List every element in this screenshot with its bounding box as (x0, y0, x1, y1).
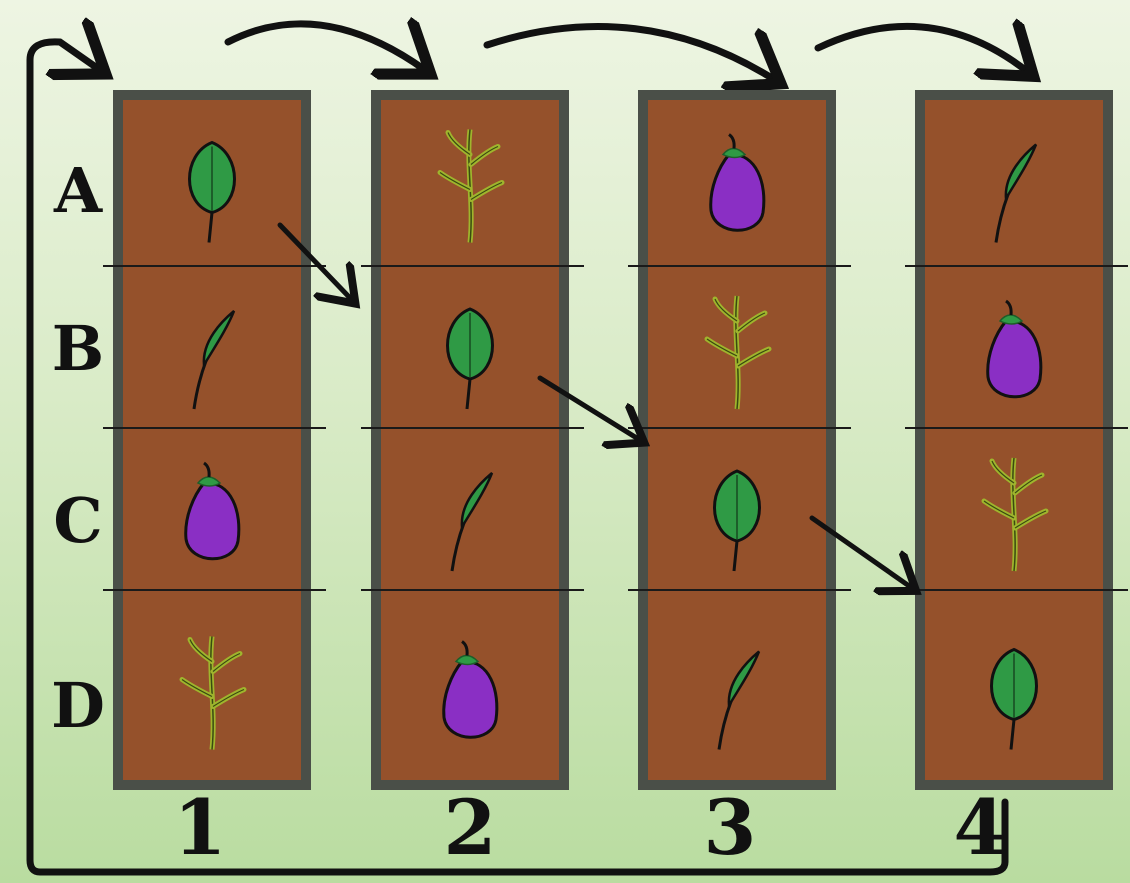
bean-icon (990, 647, 1038, 750)
arrow-1-to-2 (224, 24, 425, 70)
eggplant-icon (442, 640, 499, 739)
bean-icon (713, 469, 761, 572)
row-label-b: B (51, 312, 105, 385)
row-label-d: D (51, 669, 105, 742)
bean-icon (188, 140, 236, 243)
bean-icon (446, 307, 494, 410)
eggplant-icon (709, 133, 766, 232)
pepper-icon (994, 143, 1038, 243)
column-label-2: 2 (443, 783, 497, 872)
corn-icon (704, 295, 772, 410)
eggplant-icon (986, 299, 1043, 399)
arrow-bean-2b-to-3c (537, 375, 640, 440)
column-label-4: 4 (953, 783, 1007, 872)
corn-icon (179, 636, 247, 750)
arrow-bean-1a-to-2b (277, 222, 352, 300)
pepper-icon (717, 650, 761, 750)
loop-back-arrow (26, 42, 1009, 876)
arrow-bean-3c-to-4d (809, 515, 912, 588)
corn-icon (981, 457, 1049, 572)
arrow-2-to-3 (483, 23, 775, 80)
column-label-1: 1 (173, 783, 227, 872)
corn-icon (437, 129, 505, 243)
eggplant-icon (184, 461, 241, 561)
arrow-3-to-4 (814, 26, 1028, 72)
row-label-c: C (53, 484, 103, 557)
row-label-a: A (53, 154, 103, 227)
pepper-icon (192, 310, 236, 410)
column-label-3: 3 (703, 783, 757, 872)
pepper-icon (450, 472, 494, 572)
plots-group (103, 90, 1128, 790)
